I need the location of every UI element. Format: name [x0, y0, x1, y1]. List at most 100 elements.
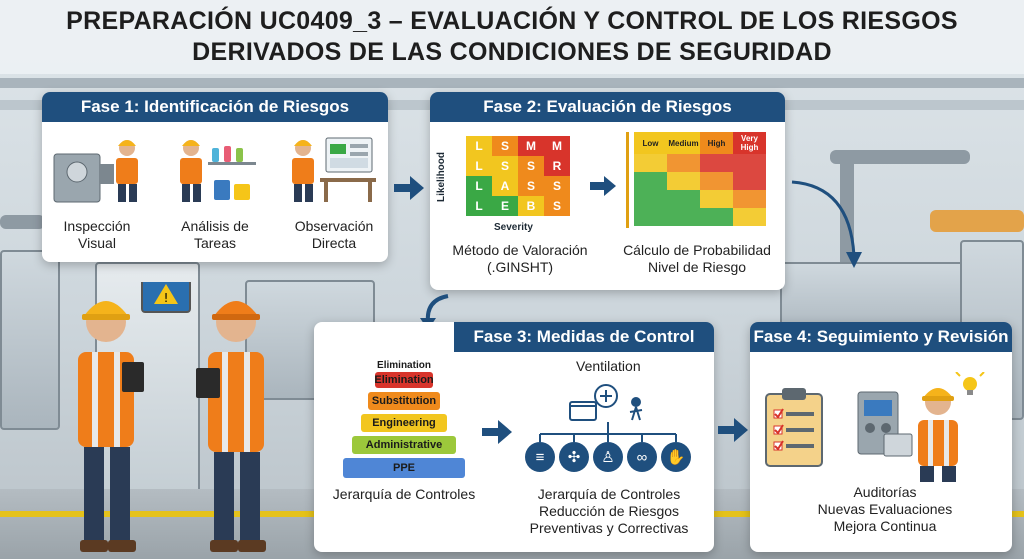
fase4-header: Fase 4: Seguimiento y Revisión: [750, 322, 1012, 352]
control-tree-diagram: [539, 384, 677, 442]
auditor-worker-icon: [857, 372, 985, 482]
caption-line: Reducción de Riesgos: [538, 503, 680, 519]
risk-matrix-cell: S: [544, 196, 570, 216]
fase4-panel: Fase 4: Seguimiento y Revisión Auditoría…: [750, 322, 1012, 552]
caption-line: Auditorías: [853, 484, 917, 500]
caption-line: Nivel de Riesgo: [647, 259, 747, 275]
heatmap-cell: [733, 190, 766, 208]
ventilation-label: Ventilation: [576, 358, 641, 374]
fase1-header: Fase 1: Identificación de Riesgos: [42, 92, 388, 122]
heatmap-cell: [667, 190, 700, 208]
task-analysis-icon: [180, 140, 256, 202]
caption-line: Observación: [294, 218, 374, 234]
worker-ppe-icon: ♙: [593, 442, 623, 472]
caption-line: Jerarquía de Controles: [537, 486, 681, 502]
heatmap-header-label: Medium: [667, 132, 700, 154]
heatmap-y-axis: [626, 132, 629, 228]
measures-caption: Jerarquía de Controles Reducción de Ries…: [514, 486, 704, 537]
valuation-method-caption: Método de Valoración (.GINSHT): [440, 242, 600, 276]
caption-line: (.GINSHT): [486, 259, 554, 275]
arrow-right-icon: [590, 176, 616, 196]
heatmap-cell: [634, 172, 667, 190]
caption-line: Cálculo de Probabilidad: [623, 242, 771, 258]
arrow-right-icon: [718, 418, 748, 442]
caption-line: Preventivas y Correctivas: [529, 520, 689, 536]
heatmap-cell: [634, 190, 667, 208]
caption-line: Método de Valoración: [452, 242, 588, 258]
heatmap-header-label: High: [700, 132, 733, 154]
risk-matrix-cell: B: [518, 196, 544, 216]
goggles-icon: ∞: [627, 442, 657, 472]
risk-matrix-cell: E: [492, 196, 518, 216]
fase1-panel: Fase 1: Identificación de Riesgos: [42, 92, 388, 262]
caption-line: Análisis de: [181, 218, 249, 234]
risk-matrix-cell: L: [466, 176, 492, 196]
pyramid-caption: Jerarquía de Controles: [332, 486, 476, 502]
pyramid-level: Engineering: [361, 414, 447, 432]
fase1-item-2: Análisis de Tareas: [170, 218, 260, 252]
heatmap-cell: [700, 172, 733, 190]
barrier-icon: ≡: [525, 442, 555, 472]
risk-matrix-cell: S: [492, 136, 518, 156]
arrow-right-icon: [482, 420, 512, 444]
fase1-item-1: Inspección Visual: [52, 218, 142, 252]
fase3-header: Fase 3: Medidas de Control: [454, 322, 714, 352]
direct-observation-icon: [292, 137, 376, 202]
page-title: PREPARACIÓN UC0409_3 – EVALUACIÓN Y CONT…: [0, 0, 1024, 74]
fase2-header: Fase 2: Evaluación de Riesgos: [430, 92, 785, 122]
heatmap-cell: [700, 154, 733, 172]
arrow-right-icon: [394, 176, 424, 200]
fase1-item-3: Observación Directa: [288, 218, 380, 252]
caption-line: Mejora Continua: [833, 518, 937, 534]
heatmap-cell: [700, 208, 733, 226]
caption-line: Visual: [78, 235, 116, 251]
ventilation-icon: ✣: [559, 442, 589, 472]
checklist-clipboard-icon: [765, 388, 823, 467]
pyramid-level: Substitution: [368, 392, 440, 410]
heatmap-cell: [733, 154, 766, 172]
caption-line: Nuevas Evaluaciones: [817, 501, 953, 517]
heatmap-cell: [667, 154, 700, 172]
caption-line: Tareas: [193, 235, 237, 251]
risk-matrix-cell: M: [544, 136, 570, 156]
heatmap-cell: [667, 172, 700, 190]
risk-matrix-cell: S: [492, 156, 518, 176]
risk-matrix-cell: L: [466, 156, 492, 176]
risk-matrix-cell: R: [544, 156, 570, 176]
pyramid-level: Elimination: [377, 359, 431, 371]
machine-inspection-icon: [53, 140, 138, 203]
risk-matrix-cell: L: [466, 136, 492, 156]
likelihood-label: Likelihood: [436, 152, 447, 202]
fase2-panel: Fase 2: Evaluación de Riesgos Likelihood…: [430, 92, 785, 290]
gloves-icon: ✋: [661, 442, 691, 472]
risk-matrix-cell: L: [466, 196, 492, 216]
svg-text:!: !: [164, 291, 169, 305]
heatmap-cell: [733, 208, 766, 226]
risk-matrix-cell: S: [518, 156, 544, 176]
title-line-1: PREPARACIÓN UC0409_3 – EVALUACIÓN Y CONT…: [66, 7, 958, 35]
risk-matrix-cell: S: [544, 176, 570, 196]
fase4-caption: Auditorías Nuevas Evaluaciones Mejora Co…: [780, 484, 990, 535]
risk-matrix-cell: A: [492, 176, 518, 196]
heatmap-cell: [733, 172, 766, 190]
heatmap-cell: [634, 208, 667, 226]
caption-line: Directa: [311, 235, 357, 251]
risk-matrix-cell: M: [518, 136, 544, 156]
heatmap-cell: [634, 154, 667, 172]
caption-line: Inspección: [63, 218, 131, 234]
pyramid-level: PPE: [343, 458, 465, 478]
probability-caption: Cálculo de Probabilidad Nivel de Riesgo: [612, 242, 782, 276]
heatmap-cell: [667, 208, 700, 226]
severity-label: Severity: [494, 222, 533, 233]
title-line-2: DERIVADOS DE LAS CONDICIONES DE SEGURIDA…: [192, 38, 832, 66]
pyramid-level: Elimination: [374, 372, 434, 388]
heatmap-header-label: Very High: [733, 132, 766, 154]
heatmap-cell: [700, 190, 733, 208]
curved-arrow-icon: [791, 180, 862, 268]
heatmap-header-label: Low: [634, 132, 667, 154]
workers-illustration: !: [78, 282, 266, 552]
